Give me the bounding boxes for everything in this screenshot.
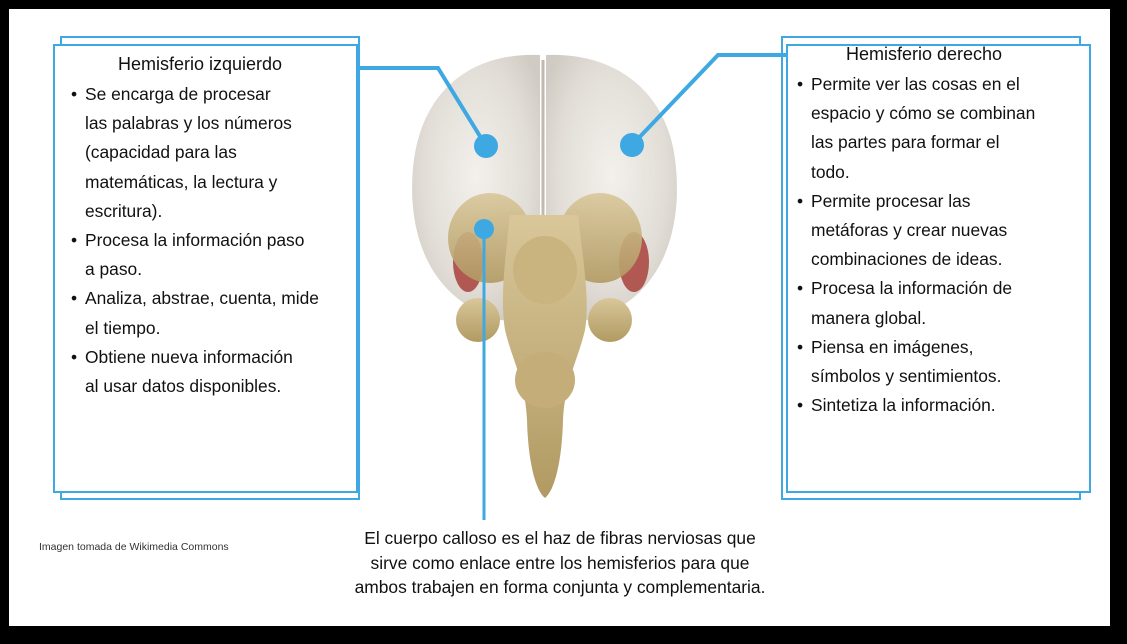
right_panel-item: Sintetiza la información.	[797, 391, 1087, 420]
right-panel-title: Hemisferio derecho	[846, 44, 1002, 65]
callosum-marker	[474, 219, 494, 239]
left-marker	[474, 134, 498, 158]
right_panel-item: Piensa en imágenes,símbolos y sentimient…	[797, 333, 1087, 391]
right-marker	[620, 133, 644, 157]
image-credit: Imagen tomada de Wikimedia Commons	[39, 541, 229, 553]
corpus-callosum-caption: El cuerpo calloso es el haz de fibras ne…	[300, 526, 820, 600]
left-panel-title: Hemisferio izquierdo	[118, 54, 282, 75]
